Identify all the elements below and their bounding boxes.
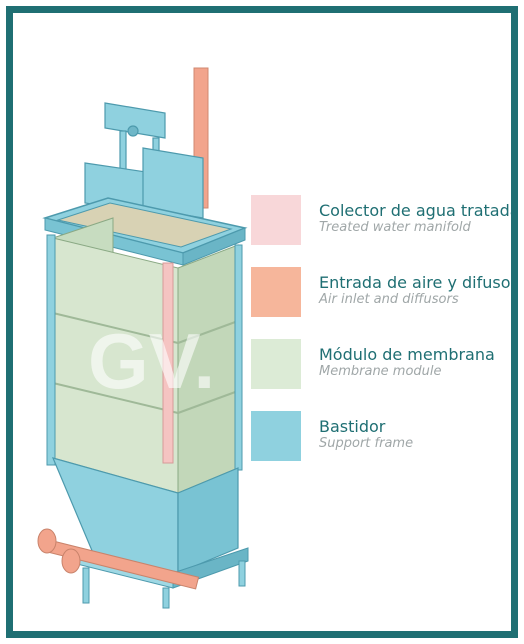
watermark: GV.: [88, 317, 215, 405]
legend-label-en: Treated water manifold: [319, 220, 471, 235]
legend-label-es: Bastidor: [319, 417, 386, 436]
membrane-module-body: [52, 217, 239, 494]
swatch-treated-water-manifold: [251, 195, 301, 245]
legend-label-es: Módulo de membrana: [319, 345, 495, 364]
air-inlet-manifold: [37, 528, 200, 590]
treated-water-pipe: [162, 262, 174, 464]
legend-item-air-inlet-diffusers: Entrada de aire y difusores Air inlet an…: [251, 267, 518, 319]
swatch-membrane-module: [251, 339, 301, 389]
membrane-unit-illustration: GV.: [37, 67, 249, 609]
legend-label-es: Colector de agua tratada: [319, 201, 518, 220]
legend-label-en: Air inlet and diffusors: [319, 292, 459, 307]
swatch-support-frame: [251, 411, 301, 461]
legend-item-support-frame: Bastidor Support frame: [251, 411, 511, 463]
swatch-air-inlet-diffusers: [251, 267, 301, 317]
legend-label-en: Membrane module: [319, 364, 442, 379]
diagram-frame: GV. Colector de agua tratada Treated wat…: [6, 6, 518, 638]
legend-label-es: Entrada de aire y difusores: [319, 273, 518, 292]
legend-item-treated-water-manifold: Colector de agua tratada Treated water m…: [251, 195, 518, 247]
legend-item-membrane-module: Módulo de membrana Membrane module: [251, 339, 511, 391]
legend-label-en: Support frame: [319, 436, 414, 451]
